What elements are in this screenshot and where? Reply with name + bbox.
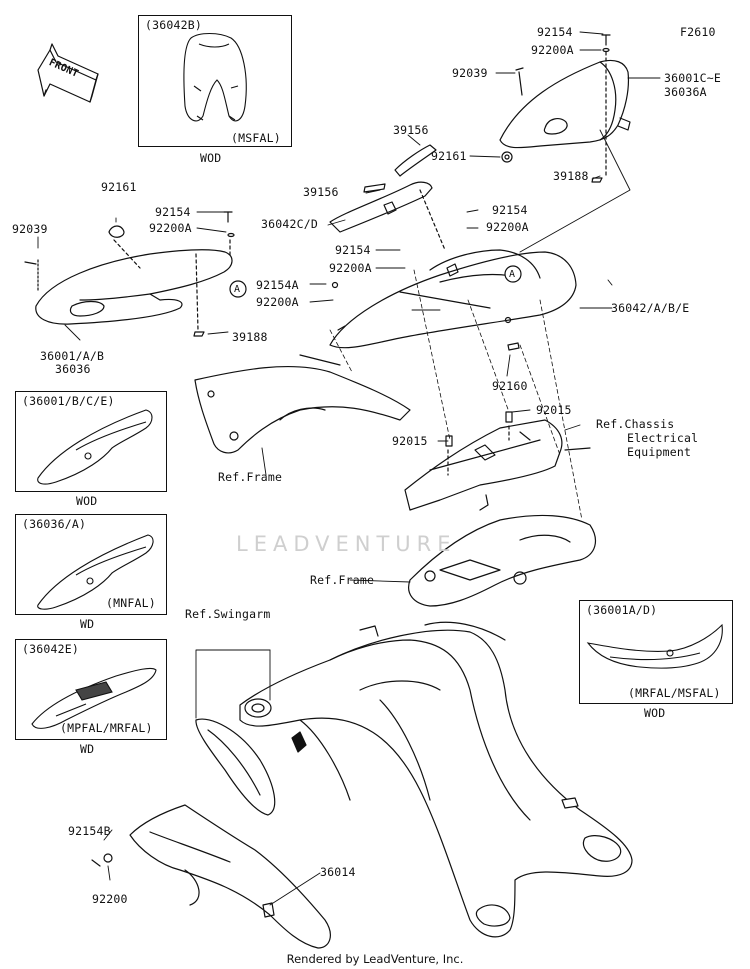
callout-92200a-m2: 92200A [329,261,372,275]
callout-39156: 39156 [393,123,429,137]
marker-a-right: A [509,269,516,280]
callout-92161-left: 92161 [101,180,137,194]
frame-part-left [194,354,411,454]
inset-variant: (MPFAL/MRFAL) [60,721,153,735]
callout-92015-right: 92015 [536,403,572,417]
callout-92200: 92200 [92,892,128,906]
callout-36014: 36014 [320,865,356,879]
footer-credit: Rendered by LeadVenture, Inc. [286,952,464,966]
electrical-tray [404,411,591,511]
callout-39188-left: 39188 [232,330,268,344]
callout-92200a-m4: 92200A [256,295,299,309]
inset-36036a: (36036/A) (MNFAL) [15,514,167,615]
center-cover-36042cd [329,144,446,251]
dashed-connectors [329,269,583,521]
callout-36001ab: 36001/A/B [40,349,105,363]
inset-code: (36042B) [145,18,202,32]
rear-frame [408,514,597,607]
ref-frame-label-2: Ref.Frame [310,573,375,587]
diagram-code: F2610 [680,25,716,39]
swingarm [239,621,633,938]
callout-92154b: 92154B [68,824,111,838]
callout-92154: 92154 [537,25,573,39]
inset-variant: (MSFAL) [231,131,281,145]
inset-color: WOD [76,494,98,508]
inset-36001ad: (36001A/D) (MRFAL/MSFAL) [579,600,733,704]
callout-36036a: 36036A [664,85,707,99]
inset-code: (36001/B/C/E) [22,394,115,408]
callout-92161: 92161 [431,149,467,163]
lower-cover-36014 [91,804,331,949]
inset-color: WOD [200,151,222,165]
callout-36042abe: 36042/A/B/E [611,301,690,315]
callout-36036: 36036 [55,362,91,376]
watermark-text: LEADVENTURE [236,532,457,556]
inset-36042e: (36042E) (MPFAL/MRFAL) [15,639,167,740]
ref-frame-label: Ref.Frame [218,470,283,484]
callout-92200a-left: 92200A [149,221,192,235]
callout-92160: 92160 [492,379,528,393]
inset-color: WOD [644,706,666,720]
callout-92015-left: 92015 [392,434,428,448]
callout-36001c-e: 36001C~E [664,71,721,85]
side-cover-left [24,211,235,337]
callout-92154-m2: 92154 [335,243,371,257]
inset-code: (36001A/D) [586,603,658,617]
chain-guard [195,718,307,816]
marker-a-circles [229,265,522,298]
front-arrow-icon [37,43,99,103]
inset-code: (36036/A) [22,517,87,531]
ref-chassis-label-1: Ref.Chassis [596,417,675,431]
callout-36042cd: 36042C/D [261,217,318,231]
marker-a-left: A [234,284,241,295]
callout-39188: 39188 [553,169,589,183]
callout-92200a: 92200A [531,43,574,57]
inset-variant: (MRFAL/MSFAL) [628,686,721,700]
inset-36042b: (36042B) (MSFAL) [138,15,292,147]
callout-92039-left: 92039 [12,222,48,236]
ref-chassis-label-2: Electrical [627,431,699,445]
callout-39156-b: 39156 [303,185,339,199]
callout-92154-m1: 92154 [492,203,528,217]
inset-36001bce: (36001/B/C/E) [15,391,167,492]
rear-cowl-top-right [499,34,631,183]
callout-92154a: 92154A [256,278,299,292]
inset-variant: (MNFAL) [106,596,156,610]
inset-color: WD [80,617,95,631]
ref-swingarm-label: Ref.Swingarm [185,607,271,621]
callout-92200a-m1: 92200A [486,220,529,234]
inset-code: (36042E) [22,642,79,656]
leader-lines [37,31,661,906]
inset-color: WD [80,742,95,756]
callout-92154-left: 92154 [155,205,191,219]
callout-92039: 92039 [452,66,488,80]
ref-chassis-label-3: Equipment [627,445,692,459]
